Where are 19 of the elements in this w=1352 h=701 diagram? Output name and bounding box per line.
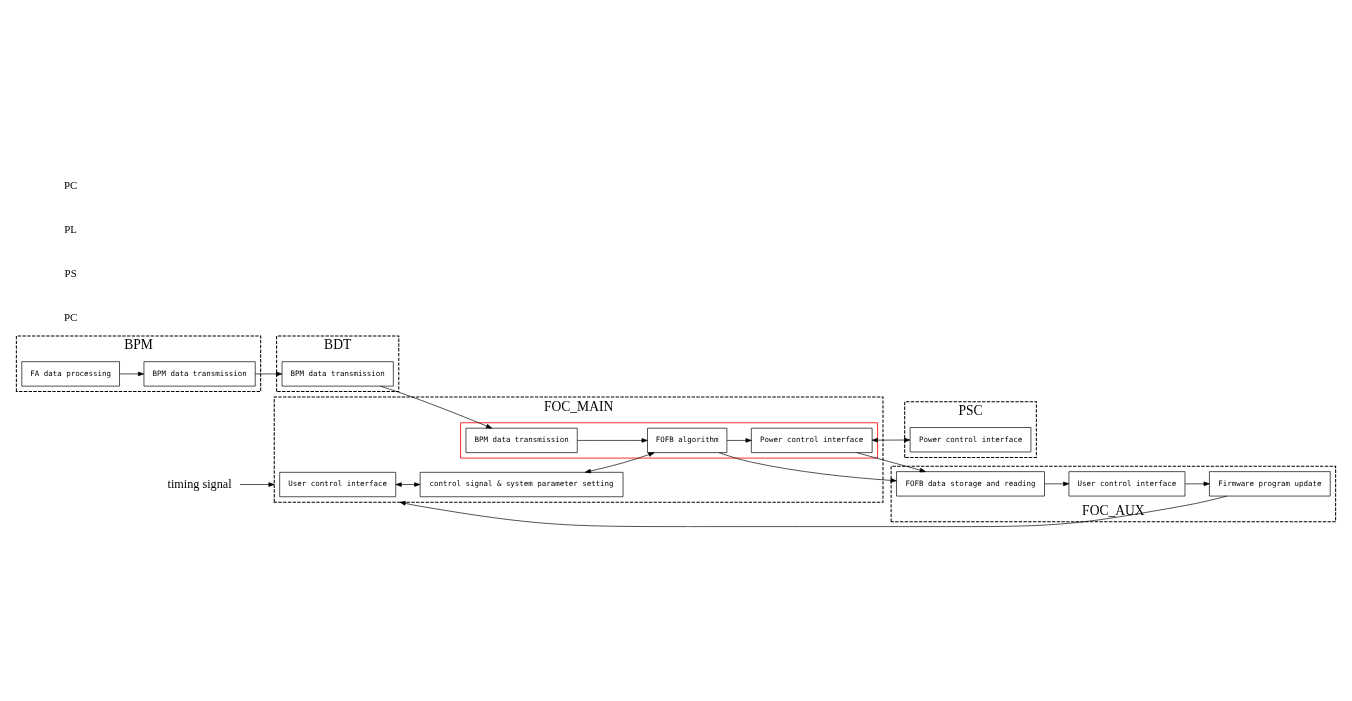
arrow	[856, 452, 926, 473]
arrow	[399, 495, 1228, 527]
arrow	[380, 385, 493, 429]
arrow	[254, 371, 283, 377]
label: PC	[64, 310, 78, 323]
label: PC	[64, 178, 78, 191]
arrow	[1184, 481, 1210, 487]
node-text: timing signal	[167, 476, 232, 491]
arrow	[584, 452, 655, 474]
arrow	[718, 452, 897, 483]
arrow	[726, 438, 752, 443]
label: PL	[64, 222, 77, 235]
arrow	[1044, 481, 1070, 487]
arrow	[577, 438, 648, 443]
arrow	[239, 482, 275, 487]
arrow	[119, 371, 145, 377]
arrow	[871, 437, 911, 443]
label: PS	[64, 266, 77, 279]
arrow	[395, 482, 421, 487]
